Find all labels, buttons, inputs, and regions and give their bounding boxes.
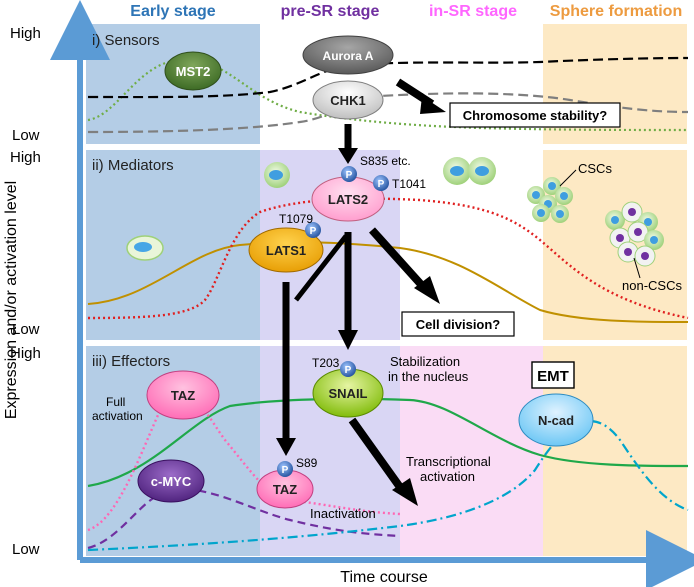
phospho-p-label: P: [346, 170, 353, 181]
transcriptional-label-1: Transcriptional: [406, 454, 491, 469]
taz-active-label: TAZ: [171, 388, 195, 403]
aurora-a-curve: [87, 56, 689, 99]
arrow-aurora-to-chromosome: [395, 78, 446, 114]
ncad-node[interactable]: N-cad: [518, 393, 594, 447]
mst2-node[interactable]: MST2: [164, 51, 222, 91]
cell-division-label: Cell division?: [416, 317, 501, 332]
cell-icon-early: [126, 235, 164, 261]
lats1-curve: [87, 241, 689, 323]
y-axis-label: Expression and/or activation level: [3, 181, 20, 419]
early-stage-header: Early stage: [130, 3, 215, 20]
snail-node[interactable]: SNAIL: [312, 368, 384, 418]
taz-inactive-node[interactable]: TAZ: [256, 469, 314, 509]
transcriptional-label-2: activation: [420, 469, 475, 484]
taz-inactive-label: TAZ: [273, 482, 297, 497]
taz-phospho-s89: P: [277, 461, 293, 477]
mediators-panel-title: ii) Mediators: [92, 157, 174, 174]
lats1-label: LATS1: [266, 243, 306, 258]
pre-sr-stage-header: pre-SR stage: [281, 3, 380, 20]
cmyc-label: c-MYC: [151, 474, 192, 489]
arrow-snail-to-transcriptional: [348, 417, 418, 506]
chk1-node[interactable]: CHK1: [312, 80, 384, 120]
snail-curve: [87, 397, 689, 488]
cell-icon-single: [264, 162, 290, 188]
s835-label: S835 etc.: [360, 154, 411, 168]
taz-curve: [87, 389, 401, 532]
t203-label: T203: [312, 356, 340, 370]
ncad-curve: [87, 420, 689, 552]
lats2-phospho-s835: P: [341, 166, 357, 182]
cscs-label: CSCs: [578, 161, 612, 176]
chromosome-stability-label: Chromosome stability?: [463, 108, 608, 123]
lats1-phospho-t1079: P: [305, 222, 321, 238]
in-sr-stage-header: in-SR stage: [429, 3, 517, 20]
arrow-chk1-to-lats2: [338, 124, 358, 164]
lats2-label: LATS2: [328, 192, 368, 207]
phospho-p-label: P: [345, 365, 352, 376]
sphere-formation-header: Sphere formation: [550, 3, 682, 20]
cscs-pointer: [559, 169, 577, 187]
emt-label: EMT: [537, 368, 569, 385]
in-sr-region-effectors: [400, 346, 543, 556]
emt-box: EMT: [531, 361, 575, 389]
lats1-node[interactable]: LATS1: [248, 227, 324, 273]
phospho-p-label: P: [378, 179, 385, 190]
lats2-node[interactable]: LATS2: [311, 176, 385, 222]
arrow-lats2-to-taz-diagonal: [294, 234, 348, 302]
mediators-low-label: Low: [12, 321, 40, 338]
non-cscs-label: non-CSCs: [622, 278, 682, 293]
effectors-panel-title: iii) Effectors: [92, 353, 170, 370]
sensors-low-label: Low: [12, 127, 40, 144]
t1079-label: T1079: [279, 212, 313, 226]
chromosome-stability-box: Chromosome stability?: [449, 102, 621, 128]
s89-label: S89: [296, 456, 318, 470]
snail-phospho-t203: P: [340, 361, 356, 377]
chk1-label: CHK1: [330, 93, 365, 108]
t1041-label: T1041: [392, 177, 426, 191]
lats2-phospho-t1041: P: [373, 175, 389, 191]
effectors-high-label: High: [10, 345, 41, 362]
mst2-label: MST2: [176, 64, 211, 79]
aurora-a-node[interactable]: Aurora A: [302, 35, 394, 75]
taz-active-node[interactable]: TAZ: [146, 370, 220, 420]
phospho-p-label: P: [310, 226, 317, 237]
snail-label: SNAIL: [329, 386, 368, 401]
stabilization-label-2: in the nucleus: [388, 369, 469, 384]
arrow-lats2-to-snail: [338, 232, 358, 350]
arrow-lats1-to-taz: [276, 282, 296, 456]
arrow-lats2-to-cell-division: [369, 227, 440, 304]
sensors-panel-title: i) Sensors: [92, 32, 160, 49]
cmyc-node[interactable]: c-MYC: [137, 459, 205, 503]
sensors-high-label: High: [10, 25, 41, 42]
csc-cluster-icon: [527, 177, 573, 223]
effectors-low-label: Low: [12, 541, 40, 558]
ncad-label: N-cad: [538, 413, 574, 428]
mediators-high-label: High: [10, 149, 41, 166]
aurora-a-label: Aurora A: [323, 49, 374, 63]
cell-division-box: Cell division?: [401, 311, 515, 337]
cell-icon-dividing: [443, 157, 496, 185]
full-activation-label-2: activation: [92, 409, 143, 423]
x-axis-label: Time course: [340, 569, 428, 586]
stabilization-label-1: Stabilization: [390, 354, 460, 369]
inactivation-label: Inactivation: [310, 506, 376, 521]
full-activation-label-1: Full: [106, 395, 125, 409]
non-cscs-pointer: [633, 257, 641, 279]
cmyc-curve: [87, 488, 401, 550]
non-csc-cluster-icon: [605, 201, 664, 267]
phospho-p-label: P: [282, 465, 289, 476]
